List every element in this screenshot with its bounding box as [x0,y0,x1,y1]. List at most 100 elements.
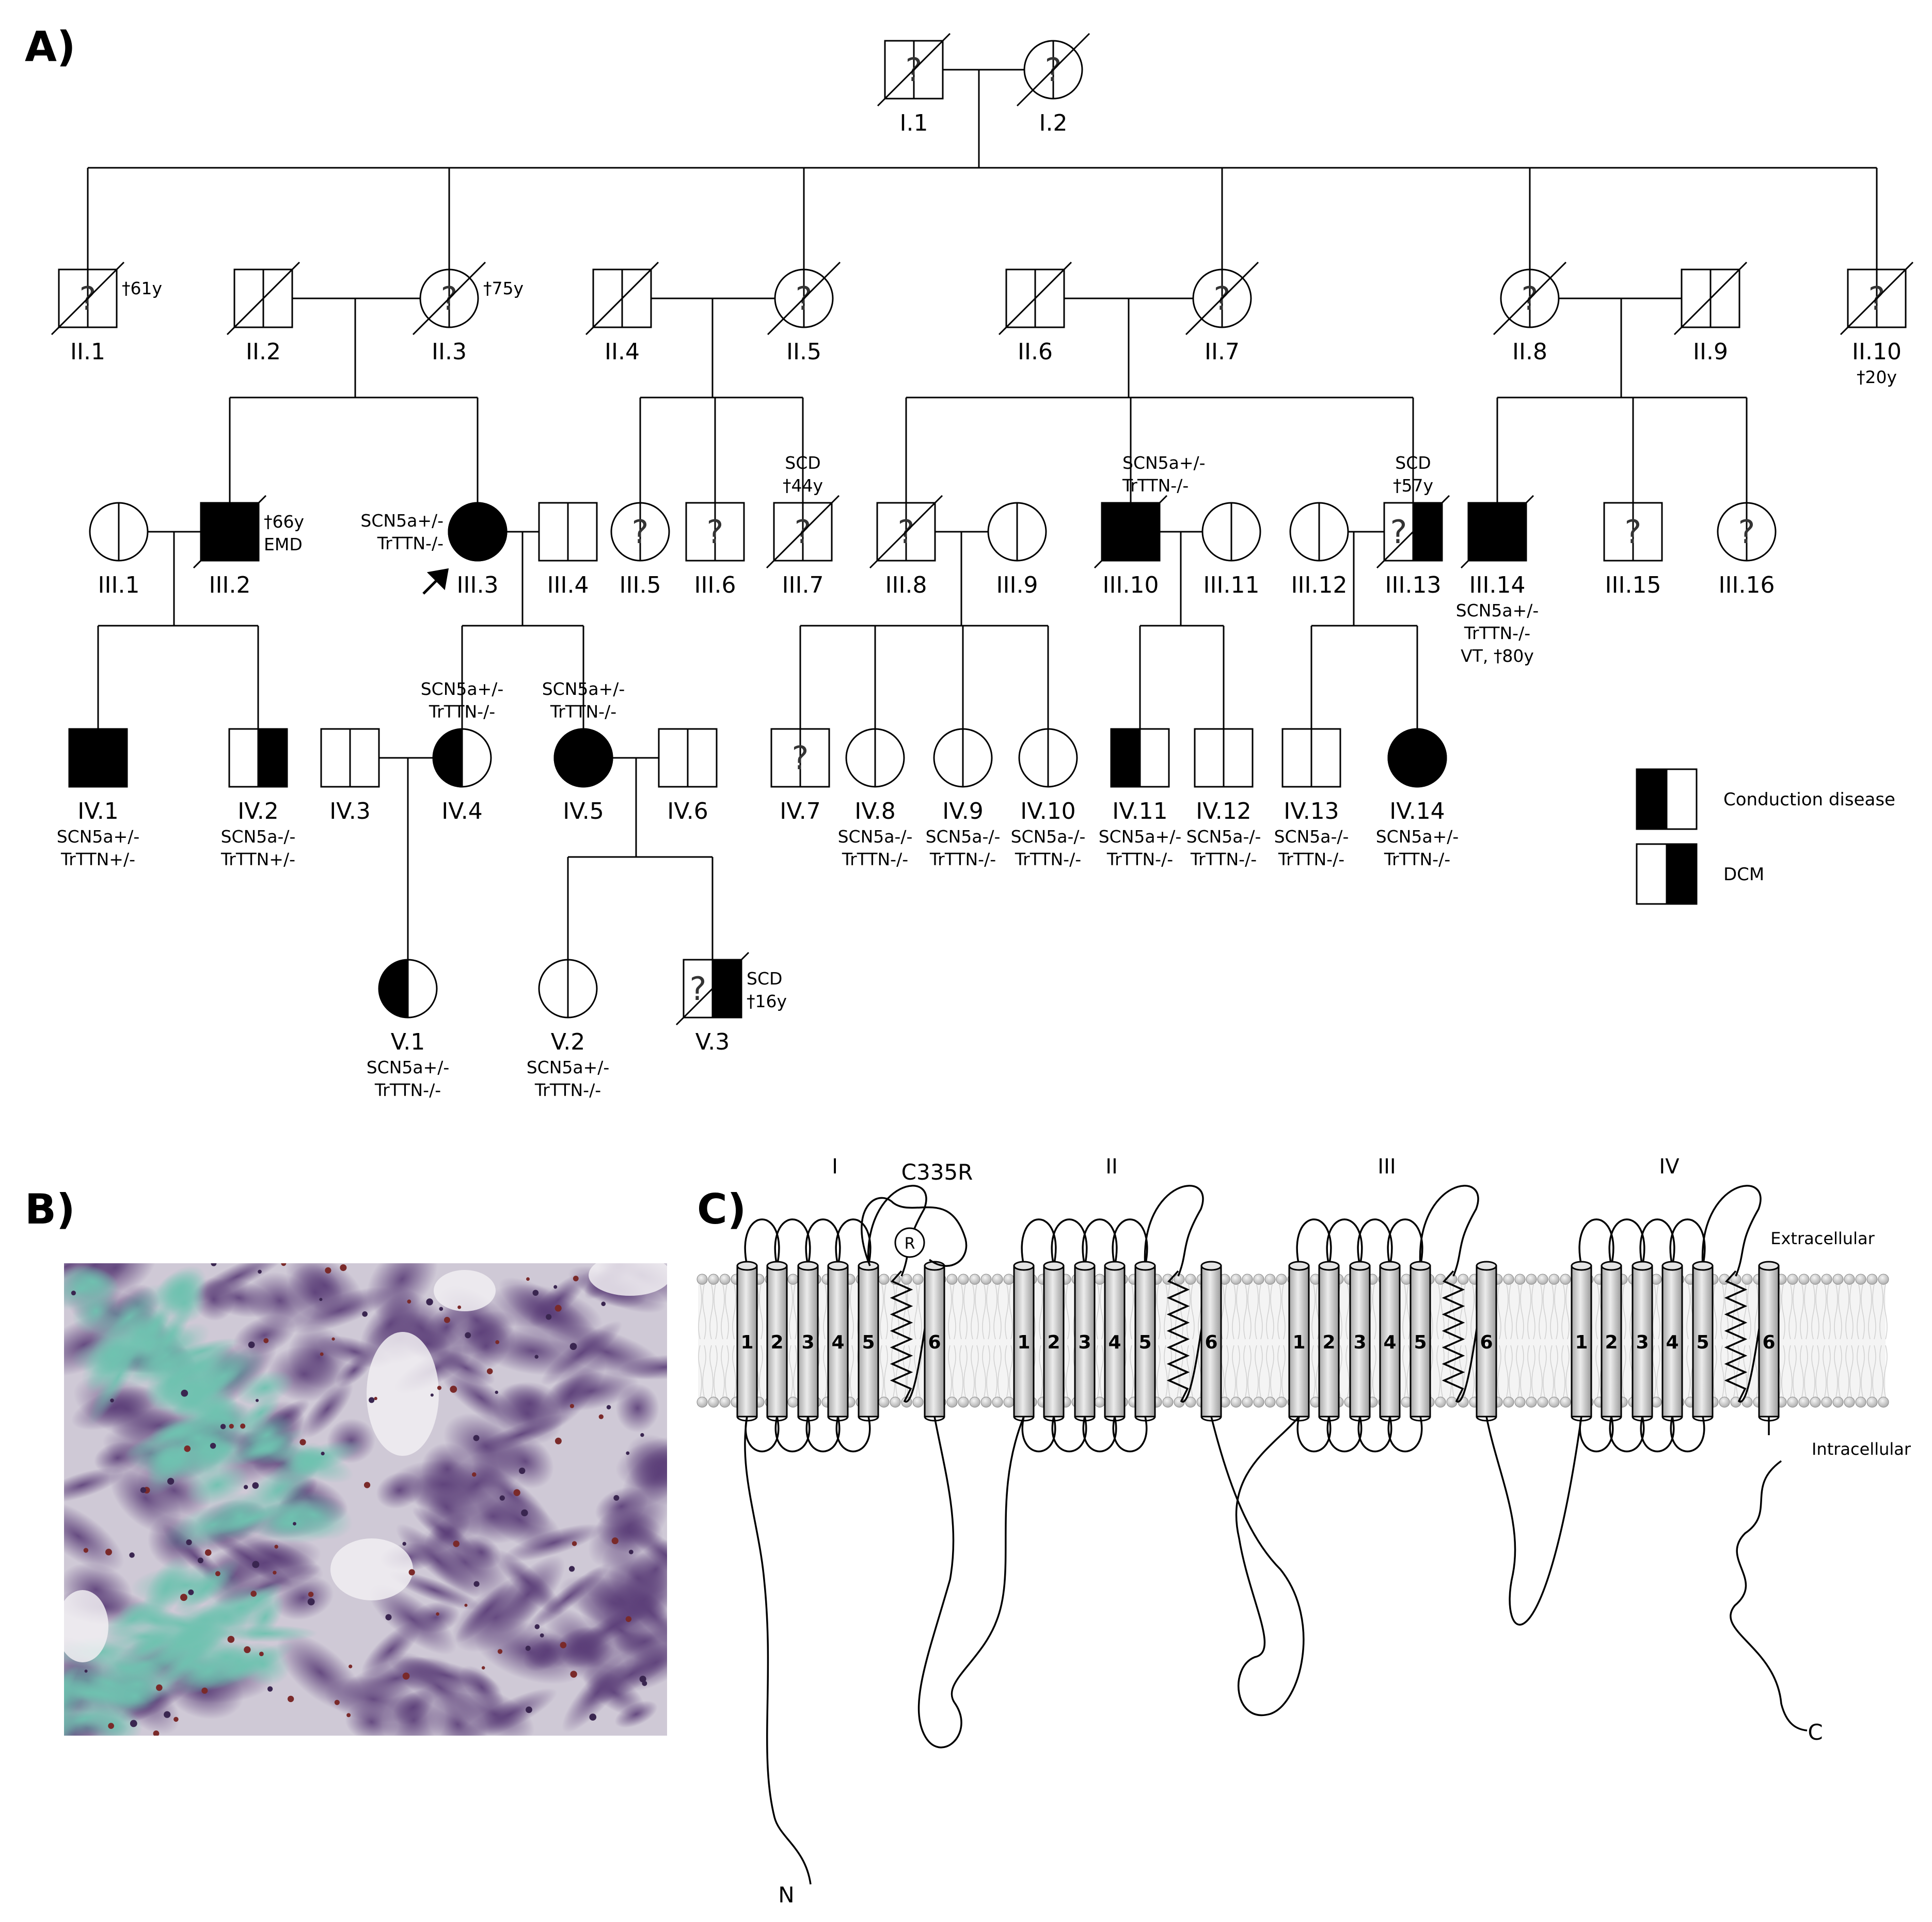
lipid-tail [1834,1345,1842,1397]
segment-label: 6 [1762,1332,1775,1353]
individual-label: II.3 [432,339,467,365]
deceased-slash-icon [1673,261,1748,336]
mutated-residue-label: R [905,1235,915,1253]
intracellular-loop [1387,1416,1423,1453]
lipid-tail [1561,1345,1570,1397]
cell-nucleus [473,1435,480,1441]
cell-nucleus [299,1439,306,1446]
tissue-fiber [361,1622,421,1678]
lipid-tail [1516,1284,1524,1340]
lipid-tail [1720,1345,1729,1397]
lipid-tail [993,1345,1002,1397]
cell-nucleus [258,1269,262,1274]
genotype-note: SCN5a+/- [360,511,444,531]
individual-ii-10: ?II.10†20y [1840,261,1914,387]
tissue-fiber [64,1467,124,1503]
individual-label: II.5 [786,339,821,365]
male-symbol [1101,502,1161,562]
individual-label: IV.4 [441,798,482,824]
fibrosis-region [214,1492,266,1540]
deceased-slash-icon [226,261,300,336]
lipid-tail [1164,1345,1172,1397]
genotype-note: SCN5a+/- [527,1057,610,1077]
lipid-tail [1255,1345,1263,1397]
lipid-tail [880,1345,888,1397]
lipid-tail [959,1284,968,1340]
pore-loop [1701,1185,1762,1277]
tissue-fiber [611,1633,667,1692]
fibrosis-region [173,1559,241,1616]
deceased-slash-icon [767,261,841,336]
unknown-status-icon: ? [1625,513,1642,551]
genotype-note: †44y [783,475,823,496]
individual-note: †61y [122,278,162,298]
lipid-head [1787,1274,1798,1285]
cell-nucleus [281,1263,287,1266]
segment-label: 3 [1636,1332,1649,1353]
lipid-head [696,1274,708,1285]
genotype-note: TrTTN-/- [534,1080,601,1100]
cell-nucleus [240,1423,246,1429]
tissue-fiber [395,1523,480,1598]
genotype-note: SCN5a+/- [421,679,504,699]
lipid-head [787,1396,799,1408]
fibrosis-region [64,1665,89,1733]
cell-nucleus [453,1540,460,1547]
genotype-note: TrTTN+/- [220,849,295,869]
individual-iii-11: III.11 [1201,502,1261,598]
lipid-tail [1857,1284,1865,1340]
cell-nucleus [181,1389,188,1397]
lipid-tail [1436,1284,1445,1340]
lipid-tail [1800,1345,1808,1397]
lipid-head [1003,1274,1015,1285]
genotype-note: TrTTN-/- [1384,849,1450,869]
lipid-head [1878,1274,1889,1285]
segment-label: 5 [1696,1332,1709,1353]
individual-iii-8: ?III.8 [869,495,943,598]
individual-label: IV.9 [942,798,983,824]
lipid-head [1276,1274,1287,1285]
lipid-head [980,1396,992,1408]
segment-s5-domain-1: 5 [858,1261,879,1422]
lipid-tail [721,1345,729,1397]
cell-nucleus [331,1337,335,1341]
individual-label: IV.13 [1284,798,1339,824]
tissue-fiber [436,1350,495,1386]
dcm-fill [257,729,287,787]
tissue-fiber [614,1701,658,1728]
cell-nucleus [472,1472,477,1477]
cell-nucleus [589,1713,597,1721]
individual-label: III.13 [1385,572,1442,598]
female-symbol [553,728,613,788]
fibrosis-region [72,1288,120,1335]
segment-label: 1 [1292,1332,1305,1353]
lipid-head [1844,1274,1855,1285]
tissue-fiber [421,1442,473,1496]
segment-s2-domain-3: 2 [1318,1261,1340,1422]
individual-label: III.8 [885,572,927,598]
deceased-slash-icon [1185,261,1259,336]
extracellular-loop [1578,1218,1614,1266]
lipid-head [1514,1274,1526,1285]
lipid-head [787,1274,799,1285]
deceased-slash-icon [1016,33,1090,107]
genotype-note: TrTTN-/- [1190,849,1257,869]
lipid-tail [1516,1345,1524,1397]
cell-nucleus [188,1589,194,1595]
panel-label-a: A) [25,23,75,71]
individual-label: III.7 [782,572,824,598]
individual-label: IV.7 [780,798,820,824]
individual-ii-4: II.4 [585,261,659,365]
extracellular-loop [1082,1218,1118,1266]
deceased-slash-icon [869,495,943,569]
segment-label: 3 [1078,1332,1091,1353]
segment-label: 3 [801,1332,814,1353]
lipid-tail [993,1284,1002,1340]
extracellular-loop [1608,1218,1645,1266]
cell-nucleus [569,1404,574,1408]
cell-nucleus [263,1338,269,1343]
